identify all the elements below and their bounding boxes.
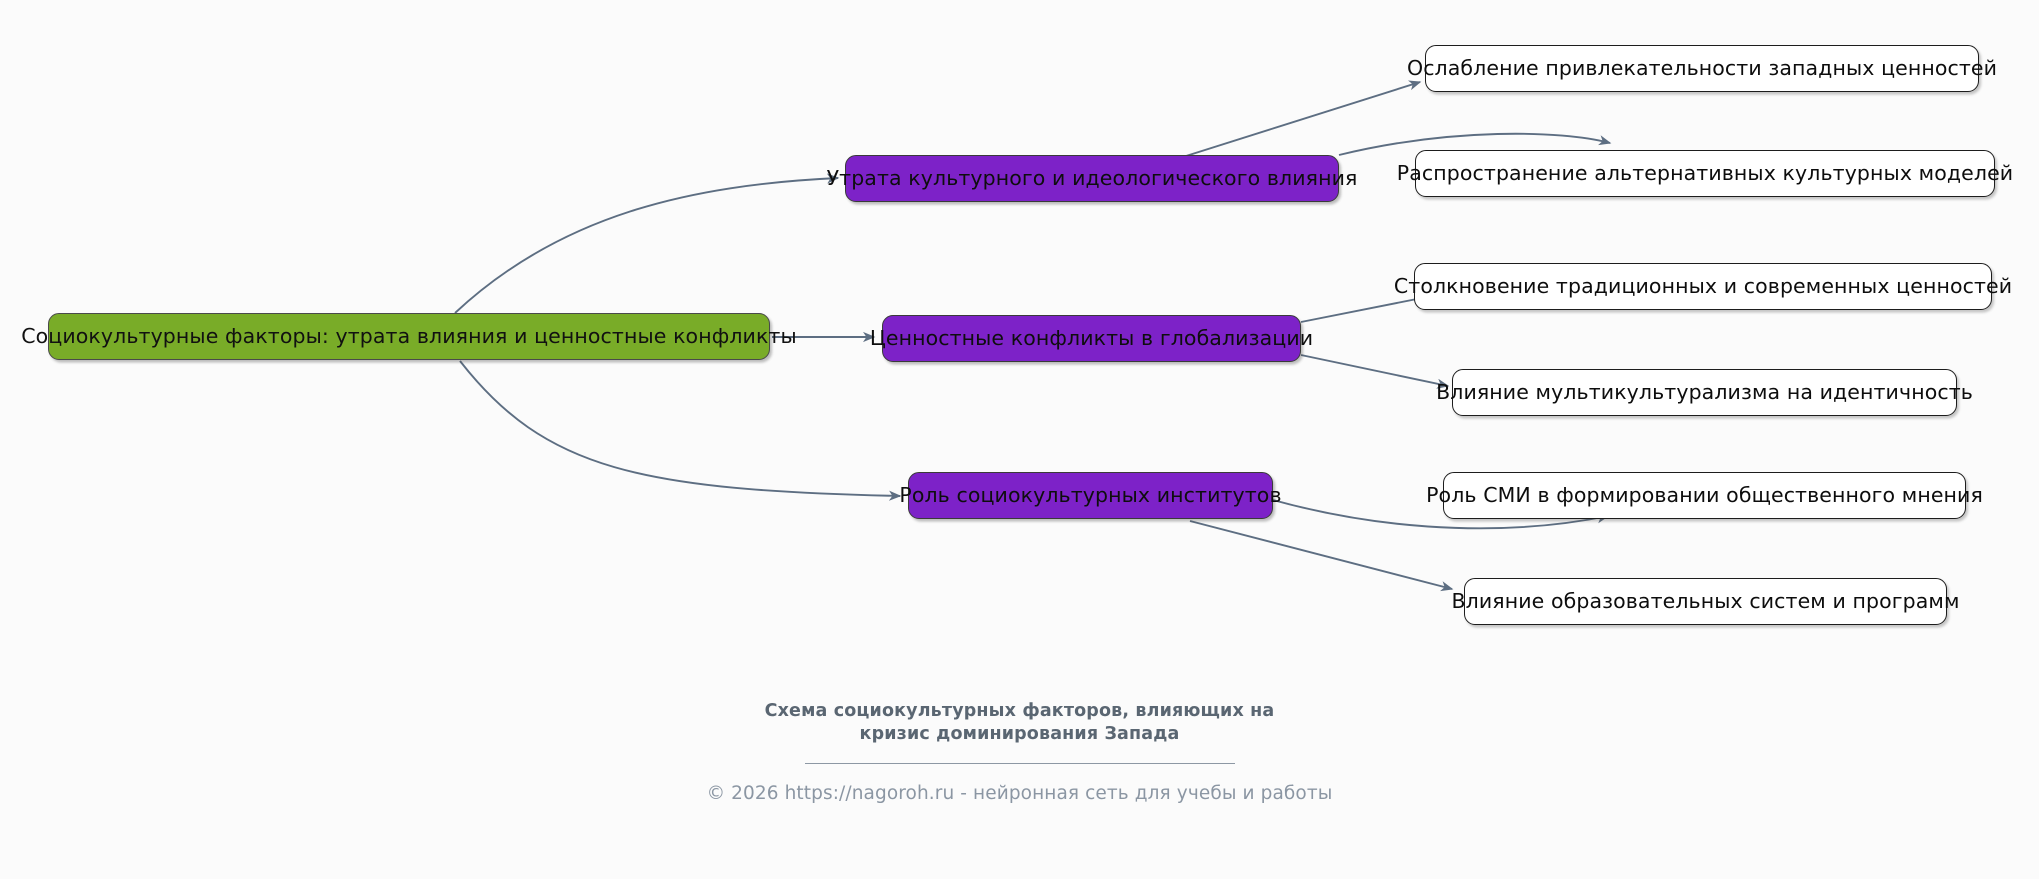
mindmap-leaf-label-2-2: Влияние мультикультурализма на идентично… <box>1436 380 1973 405</box>
mindmap-leaf-node-1-1[interactable]: Ослабление привлекательности западных це… <box>1407 45 1997 92</box>
mindmap-branch-label-2: Ценностные конфликты в глобализации <box>869 326 1314 351</box>
mindmap-leaf-label-3-1: Роль СМИ в формировании общественного мн… <box>1426 483 1983 508</box>
mindmap-root-label: Социокультурные факторы: утрата влияния … <box>21 324 797 349</box>
mindmap-leaf-node-1-2[interactable]: Распространение альтернативных культурны… <box>1397 150 2013 197</box>
mindmap-leaf-node-3-2[interactable]: Влияние образовательных систем и програм… <box>1451 578 1959 625</box>
mindmap-leaf-label-3-2: Влияние образовательных систем и програм… <box>1451 589 1960 614</box>
footer-divider <box>804 763 1235 765</box>
mindmap-leaf-node-3-1[interactable]: Роль СМИ в формировании общественного мн… <box>1426 472 1983 519</box>
mindmap-leaf-label-1-2: Распространение альтернативных культурны… <box>1396 161 2014 186</box>
edge-root-to-branch-1 <box>454 173 840 314</box>
mindmap-leaf-node-2-1[interactable]: Столкновение традиционных и современных … <box>1394 263 2012 310</box>
edge-branch-2-to-leaf-2 <box>1300 354 1450 389</box>
mindmap-leaf-node-2-2[interactable]: Влияние мультикультурализма на идентично… <box>1436 369 1973 416</box>
mindmap-branch-node-1[interactable]: Утрата культурного и идеологического вли… <box>827 155 1357 202</box>
mindmap-branch-label-3: Роль социокультурных институтов <box>899 483 1282 508</box>
edge-branch-1-to-leaf-1 <box>1185 80 1422 157</box>
mindmap-branch-node-2[interactable]: Ценностные конфликты в глобализации <box>870 315 1313 362</box>
edge-root-to-branch-3 <box>459 360 902 501</box>
footer-copyright: © 2026 https://nagoroh.ru - нейронная се… <box>706 783 1333 805</box>
footer-title: Схема социокультурных факторов, влияющих… <box>0 700 2039 746</box>
mindmap-leaf-label-1-1: Ослабление привлекательности западных це… <box>1406 56 1998 81</box>
mindmap-branch-node-3[interactable]: Роль социокультурных институтов <box>899 472 1282 519</box>
mindmap-branch-label-1: Утрата культурного и идеологического вли… <box>826 166 1358 191</box>
mindmap-root-node[interactable]: Социокультурные факторы: утрата влияния … <box>21 313 797 360</box>
edge-branch-3-to-leaf-2 <box>1189 520 1454 592</box>
footer: Схема социокультурных факторов, влияющих… <box>0 700 2039 804</box>
edge-branch-2-to-leaf-1 <box>1300 293 1434 323</box>
mindmap-leaf-label-2-1: Столкновение традиционных и современных … <box>1393 274 2013 299</box>
footer-title-line-2: кризис доминирования Запада <box>859 724 1180 745</box>
footer-title-line-1: Схема социокультурных факторов, влияющих… <box>764 701 1275 721</box>
